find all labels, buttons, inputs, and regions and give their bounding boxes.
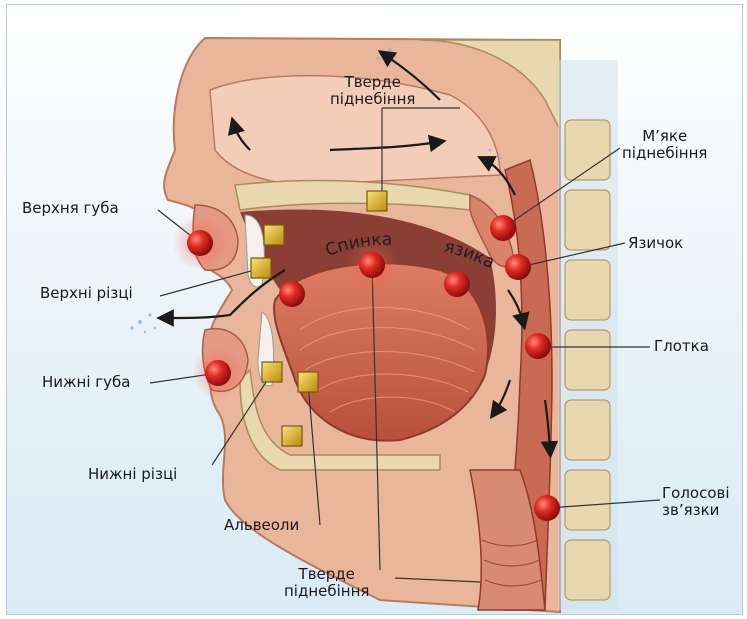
tongue-root-marker: [444, 271, 470, 297]
label-upper-lip: Верхня губа: [22, 200, 119, 217]
alveoli-square-1: [298, 372, 318, 392]
label-hard-palate-top: Тверде піднебіння: [330, 74, 415, 109]
uvula-marker: [505, 254, 531, 280]
label-uvula: Язичок: [628, 235, 683, 252]
label-soft-palate-text: М’яке піднебіння: [622, 128, 707, 163]
upper-incisor-square-2: [251, 258, 271, 278]
alveoli-square-2: [282, 426, 302, 446]
label-upper-incisors: Верхні різці: [40, 285, 133, 302]
label-hard-palate-bottom-text: Тверде піднебіння: [284, 566, 369, 601]
label-lower-incisors: Нижні різці: [88, 466, 177, 483]
cervical-spine: [558, 60, 618, 610]
label-hard-palate-bottom: Тверде піднебіння: [284, 566, 369, 601]
upper-incisor-square-1: [264, 225, 284, 245]
upper-lip-marker: [187, 230, 213, 256]
tongue-tip-marker: [279, 281, 305, 307]
vocal-cords-marker: [534, 495, 560, 521]
label-vocal-cords-text: Голосові зв’язки: [662, 485, 730, 520]
label-vocal-cords: Голосові зв’язки: [662, 485, 730, 520]
lower-incisor-square: [262, 362, 282, 382]
label-alveoli: Альвеоли: [224, 517, 299, 534]
hard-palate-square: [367, 191, 387, 211]
soft-palate-marker: [490, 215, 516, 241]
label-hard-palate-top-text: Тверде піднебіння: [330, 74, 415, 109]
label-pharynx: Глотка: [654, 338, 709, 355]
label-lower-lip: Нижні губа: [42, 374, 130, 391]
tongue-back-marker: [359, 252, 385, 278]
pharynx-marker: [525, 333, 551, 359]
label-soft-palate: М’яке піднебіння: [622, 128, 707, 163]
lower-lip-marker: [205, 360, 231, 386]
